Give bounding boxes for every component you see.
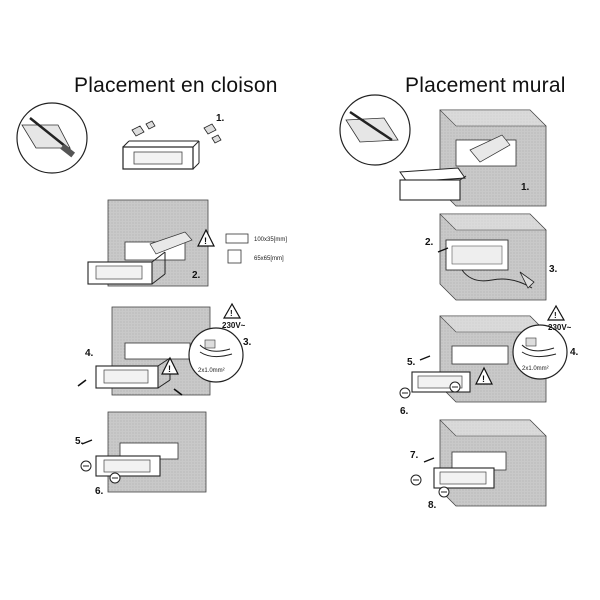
right-step23-wall	[437, 213, 547, 301]
left-step-label-5: 5.	[75, 436, 84, 447]
svg-text:!: !	[168, 364, 171, 374]
right-step1-zoom-circle	[339, 94, 411, 166]
warning-icon: !	[475, 366, 493, 385]
rect-cutout-dimension: 100x35[mm]	[254, 237, 287, 243]
svg-text:!: !	[204, 236, 207, 246]
left-step1-zoom-circle	[16, 102, 88, 174]
left-step56-wall	[81, 411, 207, 493]
left-step-label-4: 4.	[85, 348, 94, 359]
left-wiring-zoom-circle: 2x1.0mm²	[188, 327, 244, 383]
warning-icon: !	[222, 302, 242, 319]
left-step-label-1: 1.	[216, 113, 225, 124]
left-voltage-label: 230V~	[222, 321, 246, 330]
left-step-label-3: 3.	[243, 337, 252, 348]
right-step1-wall	[399, 109, 547, 207]
left-step34-wall	[77, 306, 211, 396]
right-step-label-8: 8.	[428, 500, 437, 511]
bracket-icon	[131, 120, 222, 144]
screw-icon	[399, 381, 461, 399]
left-wire-gauge: 2x1.0mm²	[198, 368, 225, 374]
svg-text:!: !	[554, 311, 557, 320]
left-step2-wall	[87, 199, 209, 287]
right-step-label-2: 2.	[425, 237, 434, 248]
left-step-label-2: 2.	[192, 270, 201, 281]
right-step-label-5: 5.	[407, 357, 416, 368]
wire-icon	[521, 337, 557, 358]
left-step1-display-panel	[122, 140, 200, 170]
square-cutout-dimension: 65x65[mm]	[254, 256, 284, 262]
right-step-label-6: 6.	[400, 406, 409, 417]
right-step-label-4: 4.	[570, 347, 579, 358]
right-step-label-7: 7.	[410, 450, 419, 461]
left-step-label-6: 6.	[95, 486, 104, 497]
wire-icon	[199, 339, 233, 358]
title-placement-mural: Placement mural	[405, 74, 566, 97]
cutout-dimensions: 100x35[mm] 65x65[mm]	[225, 233, 287, 264]
screw-icon	[410, 474, 450, 498]
svg-text:!: !	[482, 374, 485, 384]
screwdriver-icon	[349, 110, 393, 142]
right-step-label-3: 3.	[549, 264, 558, 275]
svg-text:!: !	[230, 309, 233, 318]
right-step78-wall	[423, 419, 547, 507]
screwdriver-icon	[29, 117, 76, 158]
warning-icon: !	[546, 304, 566, 321]
right-wiring-zoom-circle: 2x1.0mm²	[512, 324, 568, 380]
screw-icon	[80, 460, 121, 484]
warning-icon: !	[161, 356, 179, 375]
warning-icon: !	[197, 228, 215, 247]
right-voltage-label: 230V~	[548, 323, 572, 332]
right-step-label-1: 1.	[521, 182, 530, 193]
title-placement-en-cloison: Placement en cloison	[74, 74, 278, 97]
right-wire-gauge: 2x1.0mm²	[522, 366, 549, 372]
